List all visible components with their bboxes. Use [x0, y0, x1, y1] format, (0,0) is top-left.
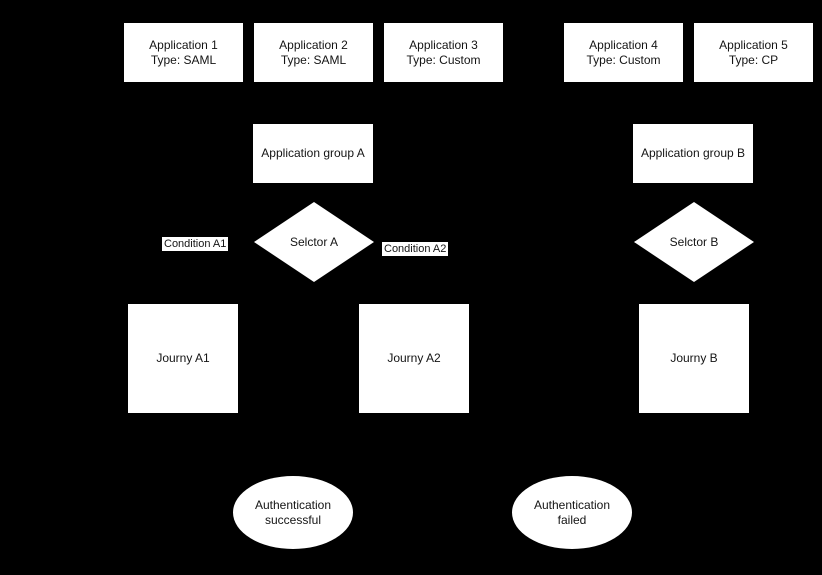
application-4-type: Type: Custom [586, 52, 661, 67]
condition-a2-label: Condition A2 [382, 242, 449, 256]
application-5-type: Type: CP [728, 52, 779, 67]
authentication-successful-line2: successful [264, 512, 322, 527]
application-2-node: Application 2 Type: SAML [254, 23, 373, 82]
application-2-title: Application 2 [279, 37, 348, 52]
application-1-node: Application 1 Type: SAML [124, 23, 243, 82]
application-1-title: Application 1 [149, 37, 218, 52]
application-group-a-label: Application group A [261, 146, 365, 160]
journey-a2-node: Journy A2 [359, 304, 469, 413]
selector-b-label: Selctor B [669, 234, 719, 249]
authentication-failed-ellipse: Authentication failed [512, 476, 632, 549]
application-group-b-node: Application group B [633, 124, 753, 183]
application-group-b-label: Application group B [640, 146, 746, 160]
journey-b-node: Journy B [639, 304, 749, 413]
journey-b-label: Journy B [670, 351, 718, 365]
authentication-successful-line1: Authentication [254, 497, 332, 512]
authentication-successful-ellipse: Authentication successful [233, 476, 353, 549]
selector-a-diamond: Selctor A [254, 202, 374, 282]
application-2-type: Type: SAML [280, 52, 347, 67]
application-group-a-node: Application group A [253, 124, 373, 183]
application-5-node: Application 5 Type: CP [694, 23, 813, 82]
selector-b-diamond: Selctor B [634, 202, 754, 282]
application-5-title: Application 5 [719, 37, 788, 52]
application-1-type: Type: SAML [150, 52, 217, 67]
journey-a1-node: Journy A1 [128, 304, 238, 413]
application-3-title: Application 3 [409, 37, 478, 52]
authentication-failed-line1: Authentication [533, 497, 611, 512]
journey-a2-label: Journy A2 [387, 351, 441, 365]
application-4-node: Application 4 Type: Custom [564, 23, 683, 82]
journey-a1-label: Journy A1 [156, 351, 210, 365]
selector-a-label: Selctor A [289, 234, 339, 249]
application-3-node: Application 3 Type: Custom [384, 23, 503, 82]
authentication-failed-line2: failed [557, 512, 587, 527]
condition-a1-label: Condition A1 [162, 237, 229, 251]
application-3-type: Type: Custom [406, 52, 481, 67]
application-4-title: Application 4 [589, 37, 658, 52]
